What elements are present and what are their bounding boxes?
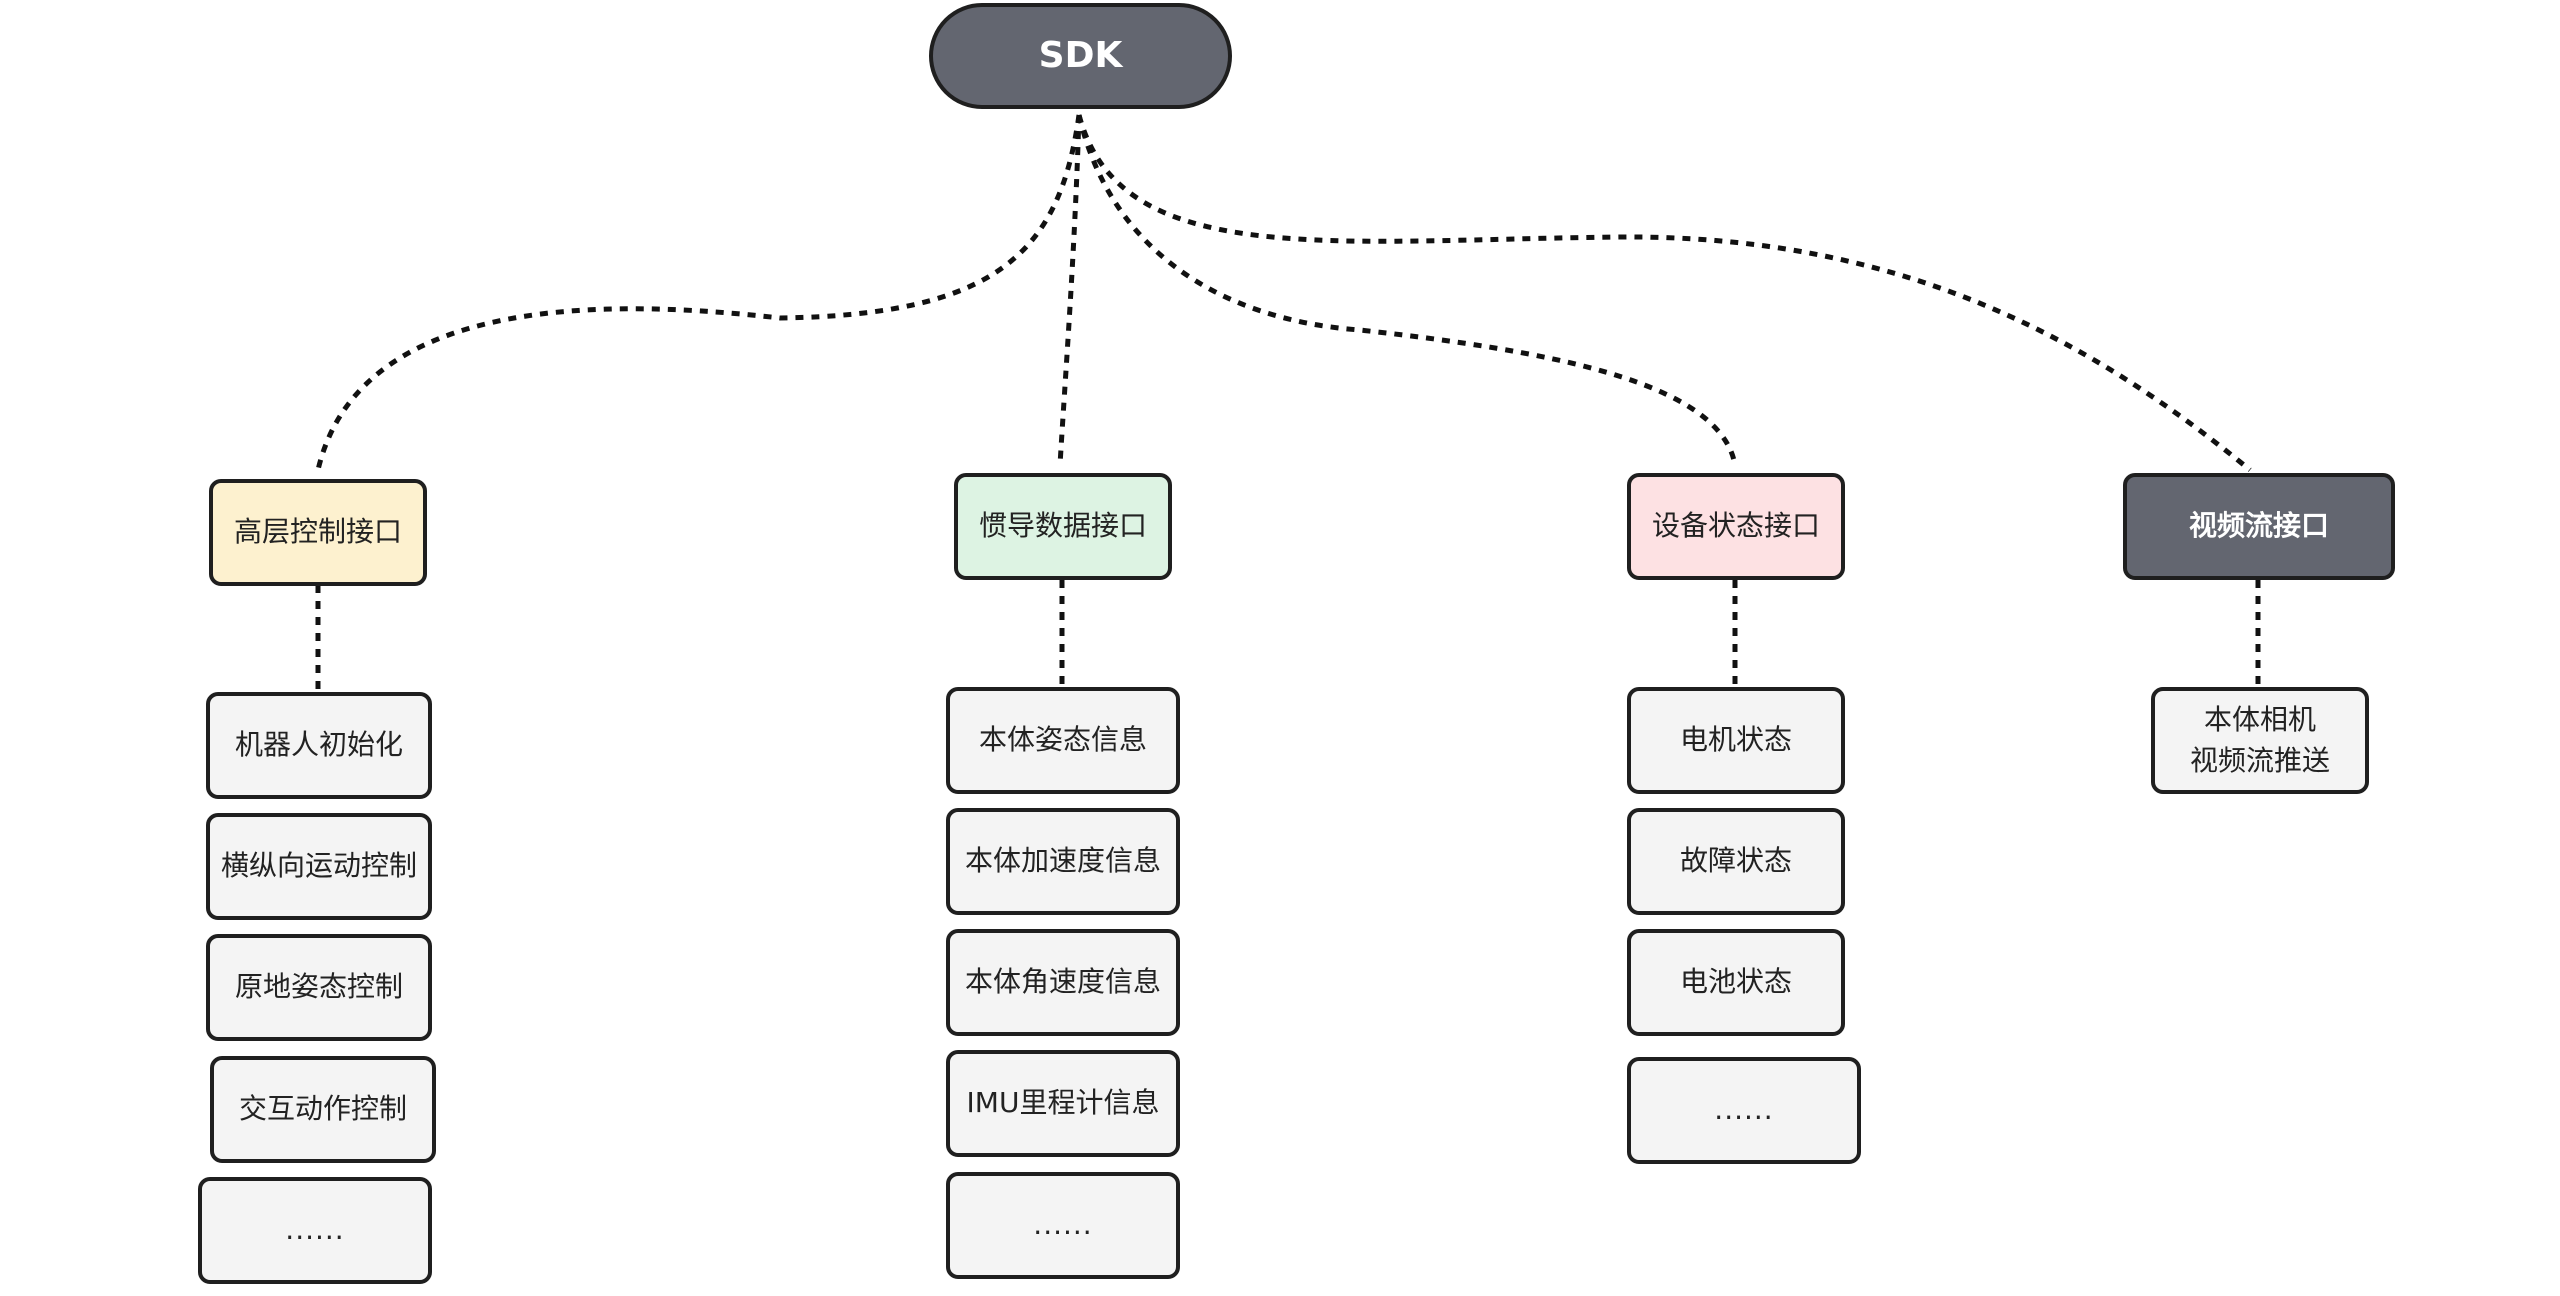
- sdk-root-node: SDK: [929, 3, 1232, 109]
- device-status-interface-node: 设备状态接口: [1627, 473, 1845, 580]
- connector-sdk-to-device-status: [1076, 114, 1738, 466]
- video-stream-interface-node: 视频流接口: [2123, 473, 2395, 580]
- item-robot-initialization: 机器人初始化: [206, 692, 432, 799]
- item-interactive-action-control: 交互动作控制: [210, 1056, 436, 1163]
- high-level-control-interface-node: 高层控制接口: [209, 479, 427, 586]
- item-motor-status: 电机状态: [1627, 687, 1845, 794]
- connector-sdk-to-inertial-data: [1057, 114, 1082, 466]
- item-in-place-attitude-control: 原地姿态控制: [206, 934, 432, 1041]
- inertial-data-interface-node: 惯导数据接口: [954, 473, 1172, 580]
- connector-sdk-to-video-stream: [1076, 114, 2252, 472]
- item-high-level-control-more: ......: [198, 1177, 432, 1284]
- item-inertial-data-more: ......: [946, 1172, 1180, 1279]
- item-fault-status: 故障状态: [1627, 808, 1845, 915]
- item-body-camera-video-stream-push: 本体相机 视频流推送: [2151, 687, 2369, 794]
- connector-sdk-to-high-level-control: [315, 114, 1082, 471]
- item-body-acceleration-info: 本体加速度信息: [946, 808, 1180, 915]
- item-body-angular-velocity-info: 本体角速度信息: [946, 929, 1180, 1036]
- item-lateral-longitudinal-motion-control: 横纵向运动控制: [206, 813, 432, 920]
- item-battery-status: 电池状态: [1627, 929, 1845, 1036]
- item-imu-odometry-info: IMU里程计信息: [946, 1050, 1180, 1157]
- item-device-status-more: ......: [1627, 1057, 1861, 1164]
- item-body-attitude-info: 本体姿态信息: [946, 687, 1180, 794]
